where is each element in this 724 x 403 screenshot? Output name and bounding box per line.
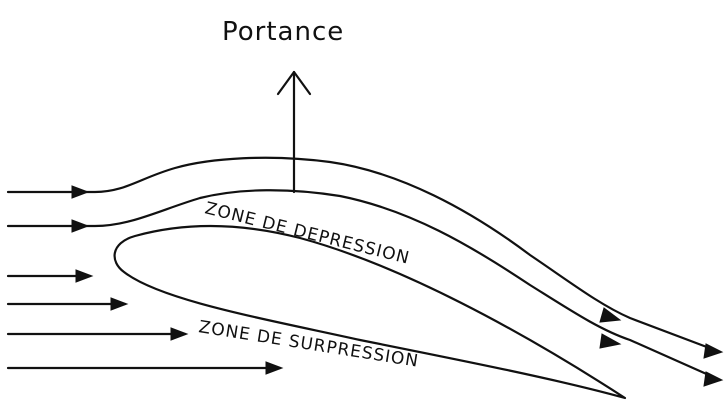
streamline-lower-1 (6, 269, 94, 283)
lift-arrow (276, 70, 312, 194)
streamline-lower-4 (6, 361, 284, 375)
streamline-lower-3 (6, 327, 189, 341)
streamline-upper-1 (6, 156, 724, 359)
zone-depression-label: ZONE DE DEPRESSION (203, 198, 412, 268)
streamline-upper-2 (6, 189, 724, 387)
lift-title: Portance (222, 17, 344, 47)
airfoil-outline (113, 225, 627, 400)
streamline-lower-2 (6, 297, 129, 311)
